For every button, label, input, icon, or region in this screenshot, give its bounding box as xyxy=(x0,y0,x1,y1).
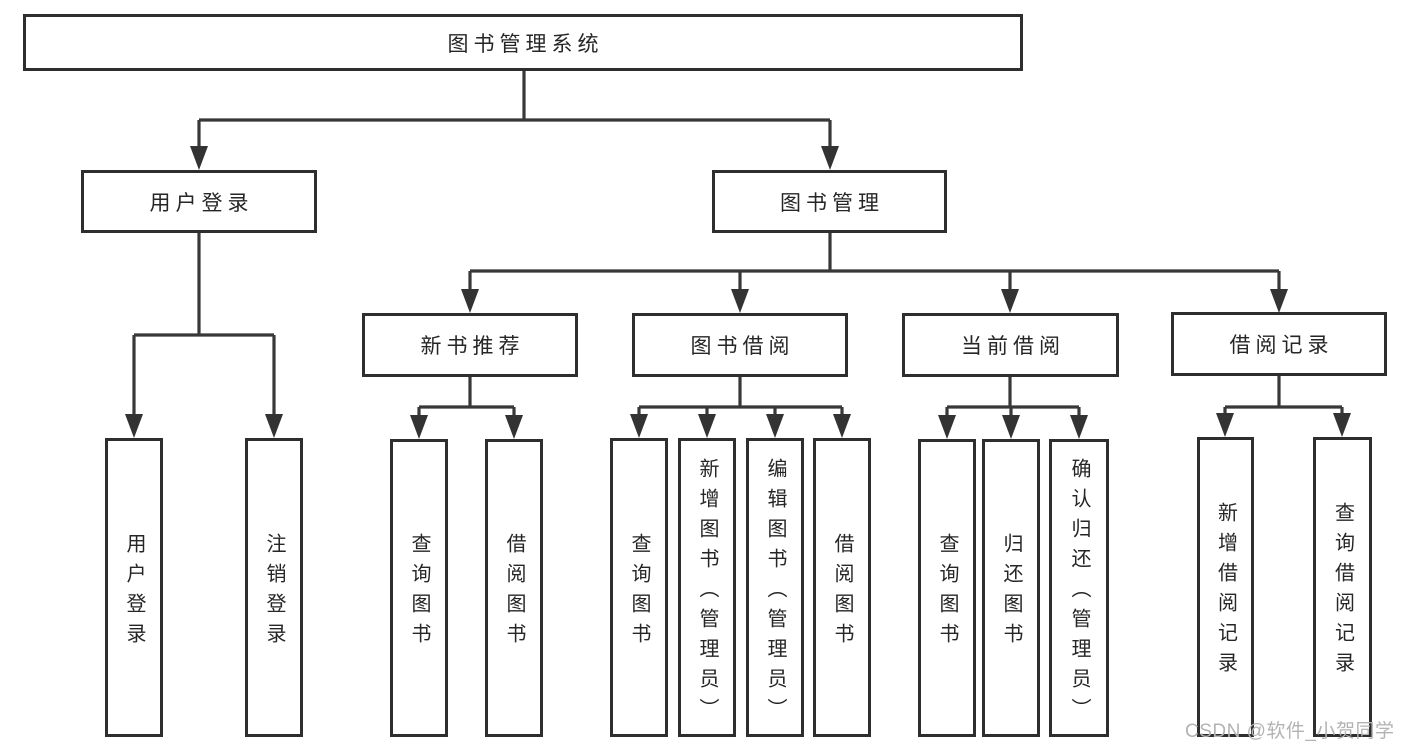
node-cb-query-book-label: 查询图书 xyxy=(936,533,958,653)
node-root: 图书管理系统 xyxy=(23,14,1023,71)
node-book-management: 图书管理 xyxy=(712,170,947,233)
edge-currentborrow-to-children xyxy=(945,377,1081,416)
node-book-borrow: 图书借阅 xyxy=(632,313,848,377)
node-br-query-record: 查询借阅记录 xyxy=(1313,437,1372,737)
node-br-add-record-label: 新增借阅记录 xyxy=(1214,502,1237,682)
edge-bookmgmt-to-level3 xyxy=(468,233,1281,289)
node-book-borrow-label: 图书借阅 xyxy=(690,335,795,358)
node-user-login: 用户登录 xyxy=(81,170,317,233)
node-new-book-recommend: 新书推荐 xyxy=(362,313,578,377)
node-bb-add-book: 新增图书（管理员） xyxy=(678,438,736,737)
node-rec-query-book-label: 查询图书 xyxy=(408,533,430,653)
node-current-borrow-label: 当前借阅 xyxy=(961,335,1065,358)
node-login: 用户登录 xyxy=(105,438,163,737)
node-rec-borrow-book: 借阅图书 xyxy=(485,439,543,737)
csdn-watermark: CSDN @软件_小贺同学 xyxy=(1185,721,1395,742)
node-cb-return-book: 归还图书 xyxy=(982,439,1040,737)
edge-newbookrec-to-children xyxy=(417,377,516,416)
node-bb-add-book-label: 新增图书（管理员） xyxy=(696,457,718,728)
node-current-borrow: 当前借阅 xyxy=(902,313,1119,377)
edge-userlogin-to-children xyxy=(132,233,276,415)
node-borrow-records: 借阅记录 xyxy=(1171,312,1387,376)
edge-borrowrecord-to-children xyxy=(1223,376,1344,414)
edge-bookborrow-to-children xyxy=(637,377,844,415)
node-rec-borrow-book-label: 借阅图书 xyxy=(503,533,525,653)
node-new-book-recommend-label: 新书推荐 xyxy=(420,335,525,358)
node-borrow-records-label: 借阅记录 xyxy=(1229,334,1334,357)
node-bb-query-book-label: 查询图书 xyxy=(628,532,650,653)
node-cb-confirm-return-label: 确认归还（管理员） xyxy=(1068,458,1090,728)
node-bb-borrow-book: 借阅图书 xyxy=(813,438,871,737)
node-logout-label: 注销登录 xyxy=(263,532,285,653)
node-root-label: 图书管理系统 xyxy=(447,32,604,56)
node-br-add-record: 新增借阅记录 xyxy=(1197,437,1254,737)
node-br-query-record-label: 查询借阅记录 xyxy=(1331,502,1354,682)
arrowheads xyxy=(125,146,1351,439)
node-book-management-label: 图书管理 xyxy=(780,191,884,215)
node-bb-query-book: 查询图书 xyxy=(610,438,668,737)
node-user-login-label: 用户登录 xyxy=(149,191,254,215)
node-rec-query-book: 查询图书 xyxy=(390,439,448,737)
node-bb-borrow-book-label: 借阅图书 xyxy=(831,532,853,653)
node-login-label: 用户登录 xyxy=(123,532,145,653)
node-cb-confirm-return: 确认归还（管理员） xyxy=(1049,439,1109,737)
node-logout: 注销登录 xyxy=(245,438,303,737)
node-cb-query-book: 查询图书 xyxy=(918,439,976,737)
node-bb-edit-book-label: 编辑图书（管理员） xyxy=(764,457,786,728)
edge-root-to-level2 xyxy=(197,70,832,148)
node-cb-return-book-label: 归还图书 xyxy=(1000,533,1022,653)
node-bb-edit-book: 编辑图书（管理员） xyxy=(746,438,804,737)
